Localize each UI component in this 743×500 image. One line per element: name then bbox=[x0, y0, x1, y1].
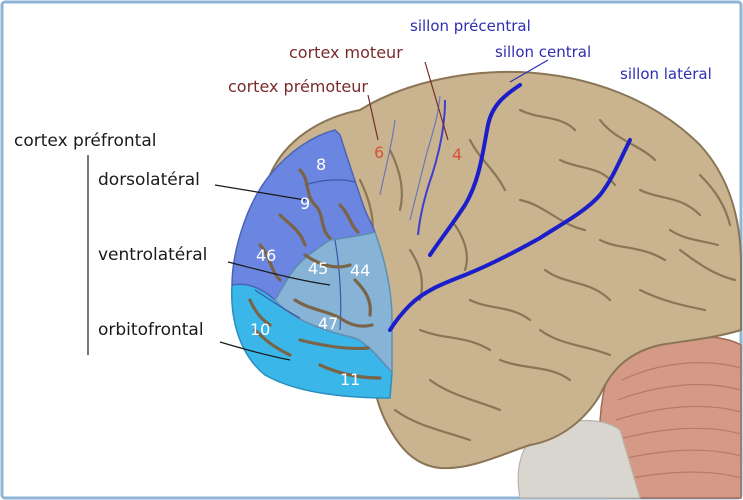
area-47: 47 bbox=[318, 314, 339, 333]
label-dorsolateral: dorsolatéral bbox=[98, 170, 200, 190]
leader-orbitofrontal bbox=[219, 341, 291, 361]
red-leader-lines bbox=[367, 61, 449, 141]
leader-lines bbox=[87, 155, 331, 361]
label-ventrolateral: ventrolatéral bbox=[98, 245, 208, 265]
precentral-sulcus-line bbox=[417, 99, 446, 236]
area-44: 44 bbox=[350, 261, 371, 280]
area-boundaries bbox=[254, 179, 356, 331]
area-10: 10 bbox=[250, 320, 271, 339]
label-central-sulcus: sillon central bbox=[495, 43, 592, 61]
blue-leader-lines bbox=[509, 59, 549, 83]
area-8: 8 bbox=[316, 155, 327, 174]
label-orbitofrontal: orbitofrontal bbox=[98, 320, 204, 340]
label-precentral-sulcus: sillon précentral bbox=[410, 17, 531, 35]
motor-boundaries bbox=[379, 95, 441, 221]
label-motor-cortex: cortex moteur bbox=[289, 43, 403, 62]
lateral-sulcus-line bbox=[388, 138, 632, 332]
area-9: 9 bbox=[300, 194, 311, 213]
label-lateral-sulcus: sillon latéral bbox=[620, 65, 712, 83]
region-ventrolateral bbox=[274, 231, 393, 374]
prefrontal-sulci bbox=[248, 168, 382, 380]
leader-premotor bbox=[367, 94, 379, 141]
area-11: 11 bbox=[340, 370, 361, 389]
leader-motor bbox=[424, 61, 449, 141]
cerebellum-folds bbox=[615, 362, 742, 481]
label-prefrontal-cortex: cortex préfrontal bbox=[14, 131, 157, 151]
leader-ventrolateral bbox=[227, 261, 331, 286]
label-premotor-cortex: cortex prémoteur bbox=[228, 77, 368, 96]
area-46: 46 bbox=[256, 246, 277, 265]
area-6: 6 bbox=[374, 143, 385, 162]
area-4: 4 bbox=[452, 145, 463, 164]
leader-central bbox=[509, 59, 549, 83]
gyri-texture bbox=[358, 108, 737, 442]
area-45: 45 bbox=[308, 259, 329, 278]
leader-dorsolateral bbox=[214, 184, 306, 201]
central-sulcus-line bbox=[428, 83, 522, 257]
